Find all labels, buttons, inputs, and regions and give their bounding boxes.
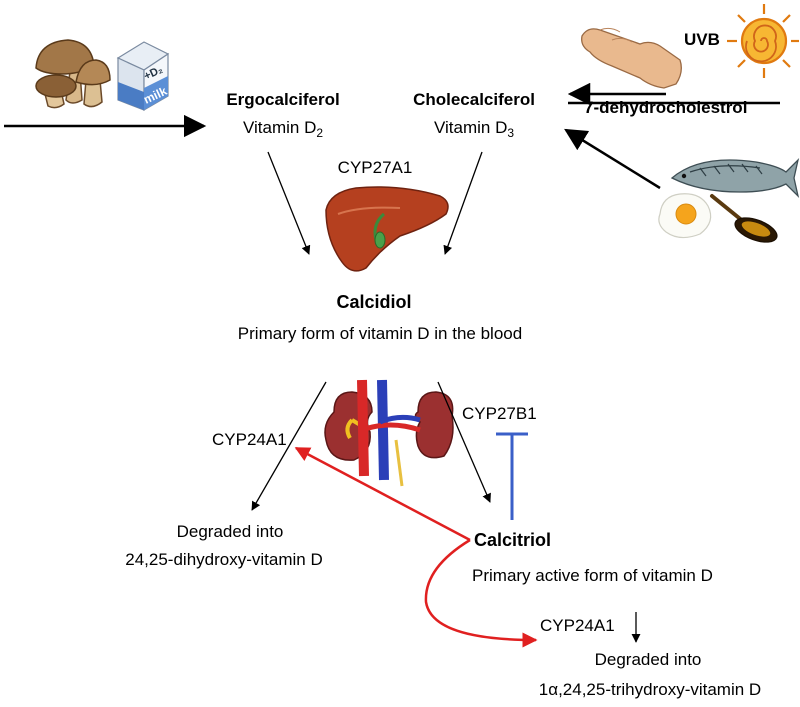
- kidneys-icon: [324, 379, 454, 487]
- hand-icon: [581, 27, 682, 89]
- liver-icon: [325, 186, 449, 272]
- inhibition-bar: [496, 432, 528, 520]
- cholecalciferol-label: Cholecalciferol: [413, 90, 535, 109]
- arrow-ergocalciferol-to-calcidiol: [267, 151, 311, 255]
- fish-icon: [670, 157, 800, 199]
- calcitriol-degraded-line2: 1α,24,25-trihydroxy-vitamin D: [538, 680, 762, 699]
- red-arrow-calcitriol-to-cyp24a1: [294, 446, 471, 542]
- calcitriol-description: Primary active form of vitamin D: [472, 566, 713, 585]
- ergocalciferol-label: Ergocalciferol: [226, 90, 340, 109]
- calcitriol-label: Calcitriol: [474, 530, 552, 550]
- cyp24a1-label-calcitriol: CYP24A1: [540, 616, 615, 635]
- cyp24a1-label-calcidiol: CYP24A1: [212, 430, 287, 449]
- oil-spoon-icon: [710, 194, 778, 243]
- red-arrow-calcitriol-to-degradation: [424, 538, 538, 648]
- cyp27a1-label: CYP27A1: [337, 158, 413, 177]
- dehydrocholesterol-label: 7-dehydrocholestrol: [584, 98, 748, 117]
- vitamin-d2-label: Vitamin D2: [242, 118, 324, 140]
- arrow-cholecalciferol-to-calcidiol: [443, 151, 483, 255]
- arrow-calcidiol-to-degraded: [251, 381, 327, 511]
- calcitriol-degraded-line1: Degraded into: [594, 650, 702, 669]
- uvb-label: UVB: [684, 30, 720, 49]
- calcidiol-description: Primary form of vitamin D in the blood: [237, 324, 523, 343]
- calcidiol-label: Calcidiol: [336, 292, 412, 312]
- sun-icon: [727, 4, 799, 78]
- milk-carton-icon: +D₂ milk: [116, 41, 169, 112]
- arrow-fish-to-cholecalciferol: [564, 128, 661, 190]
- egg-icon: [658, 193, 712, 239]
- vitamin-d3-label: Vitamin D3: [433, 118, 515, 140]
- arrow-calcidiol-to-calcitriol: [437, 381, 491, 503]
- calcidiol-degraded-line2: 24,25-dihydroxy-vitamin D: [125, 550, 323, 569]
- calcidiol-degraded-line1: Degraded into: [176, 522, 284, 541]
- mushrooms-icon: [35, 39, 111, 109]
- cyp27b1-label: CYP27B1: [462, 404, 537, 423]
